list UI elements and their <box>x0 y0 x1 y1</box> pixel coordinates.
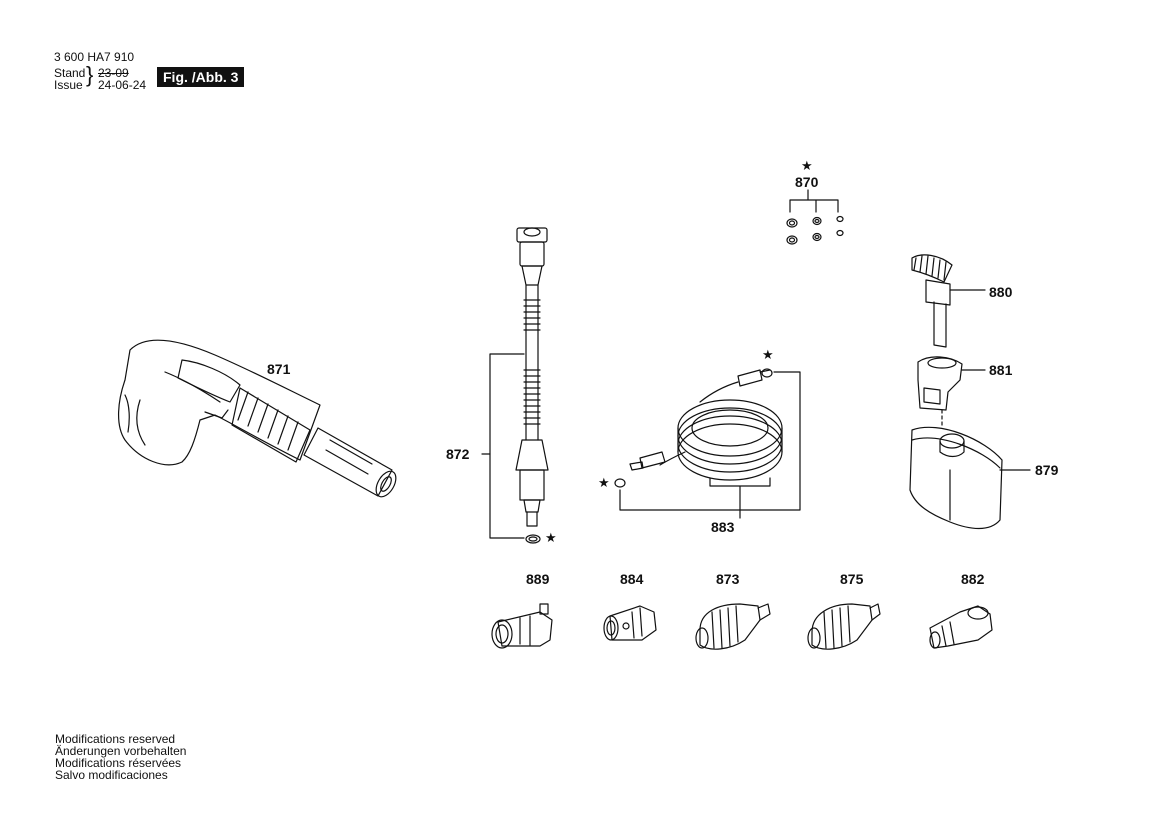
stand-label: Stand <box>54 66 86 80</box>
lance-872 <box>515 227 549 544</box>
o-ring-set-870 <box>786 189 844 245</box>
callout-875: 875 <box>840 571 864 587</box>
callout-883: 883 <box>711 519 735 535</box>
nozzle-873 <box>695 603 771 650</box>
footer-line-en: Modifications reserved <box>55 732 176 746</box>
star-marker-883-top: ★ <box>762 347 774 362</box>
callout-879: 879 <box>1035 462 1059 478</box>
issue-value: 24-06-24 <box>98 78 147 92</box>
footer-line-fr: Modifications réservées <box>55 756 182 770</box>
spray-gun-871 <box>117 339 397 498</box>
star-marker-870: ★ <box>801 158 813 173</box>
detergent-pipe-880 <box>911 254 986 348</box>
callout-884: 884 <box>620 571 644 587</box>
star-marker-883-bottom: ★ <box>598 475 610 490</box>
callout-871: 871 <box>267 361 291 377</box>
callout-870: 870 <box>795 174 819 190</box>
callout-872: 872 <box>446 446 470 462</box>
stand-value: 23-09 <box>98 66 129 80</box>
issue-label: Issue <box>54 78 83 92</box>
figure-badge: Fig. /Abb. 3 <box>157 67 245 87</box>
part-number: 3 600 HA7 910 <box>54 50 135 64</box>
footer-line-de: Änderungen vorbehalten <box>55 744 187 758</box>
adapter-882 <box>929 605 993 649</box>
hose-883 <box>614 368 801 519</box>
adapter-889 <box>491 603 553 649</box>
callout-880: 880 <box>989 284 1013 300</box>
header-brace: } <box>86 62 94 87</box>
callout-882: 882 <box>961 571 985 587</box>
rotary-nozzle-875 <box>807 603 881 650</box>
callout-889: 889 <box>526 571 550 587</box>
quick-coupling-884 <box>603 605 657 641</box>
holder-881 <box>917 356 986 429</box>
star-marker-872: ★ <box>545 530 557 545</box>
footer-line-es: Salvo modificaciones <box>55 768 168 782</box>
detergent-tank-879 <box>909 426 1031 530</box>
callout-881: 881 <box>989 362 1013 378</box>
callout-873: 873 <box>716 571 740 587</box>
